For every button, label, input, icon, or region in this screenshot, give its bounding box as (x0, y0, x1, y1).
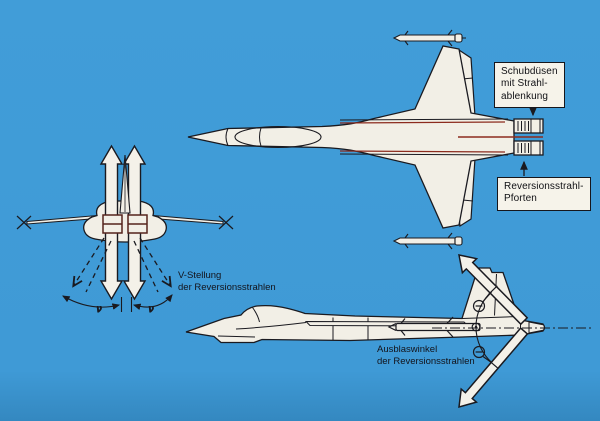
annotation-ausblaswinkel-line1: Ausblaswinkel (377, 344, 438, 355)
callout-reversionsstrahl: Reversionsstrahl- Pforten (497, 177, 591, 211)
nu-angle-label-right: ν (148, 304, 154, 315)
reverse-jet-arrow-down (458, 327, 529, 409)
canopy-plan (234, 125, 322, 149)
wingtip-missile-top (392, 29, 466, 47)
underwing-missile-side (387, 316, 481, 338)
nu-angle-label-left: ν (96, 304, 102, 315)
wingtip-missile-cross-right (218, 215, 234, 230)
annotation-ausblaswinkel-line2: der Reversionsstrahlen (377, 355, 475, 367)
callout-schubduesen-line1: Schubdüsen (501, 66, 558, 77)
radome-joint-line (225, 128, 229, 146)
wingtip-missile-cross-left (16, 215, 32, 230)
deflected-jet-dashed-arrows (72, 237, 172, 293)
annotation-v-stellung: V-Stellung der Reversionsstrahlen (178, 270, 276, 293)
v-angle-arcs (62, 294, 173, 312)
callout-schubduesen-line2: mit Strahl- (501, 78, 548, 90)
callout-schubduesen-line3: ablenkung (501, 90, 549, 102)
top-view-aircraft (187, 29, 544, 250)
front-view-aircraft: ν ν (16, 144, 234, 316)
wingtip-missile-bottom (392, 232, 463, 250)
annotation-v-stellung-line2: der Reversionsstrahlen (178, 281, 276, 293)
callout-reversionsstrahl-line1: Reversionsstrahl- (504, 181, 584, 192)
nozzle-boxes-front (102, 214, 148, 234)
annotation-v-stellung-line1: V-Stellung (178, 270, 222, 281)
annotation-ausblaswinkel: Ausblaswinkel der Reversionsstrahlen (377, 344, 475, 367)
theta-symbol-upper (472, 291, 492, 313)
callout-schubduesen: Schubdüsen mit Strahl- ablenkung (494, 62, 565, 109)
theta-symbol-lower (472, 345, 492, 363)
fuselage-panel-lines (339, 118, 543, 156)
callout-reversionsstrahl-line2: Pforten (504, 193, 537, 205)
side-view-aircraft (185, 254, 592, 409)
thrust-nozzles (513, 118, 544, 156)
